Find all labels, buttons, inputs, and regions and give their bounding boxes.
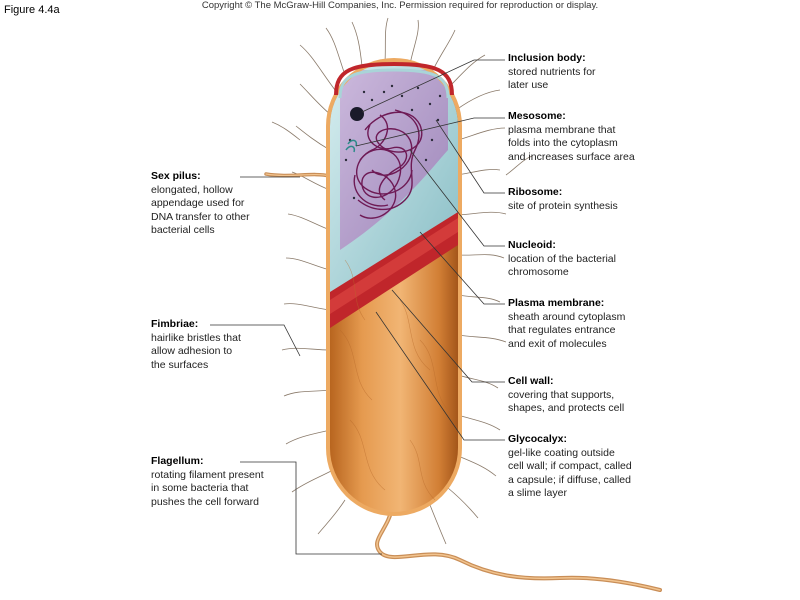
label-nucleoid-line: location of the bacterial bbox=[508, 252, 616, 265]
label-glycocalyx-line: a slime layer bbox=[508, 487, 567, 499]
label-nucleoid: Nucleoid: location of the bacterial chro… bbox=[508, 239, 616, 280]
label-mesosome-line: and increases surface area bbox=[508, 150, 635, 163]
label-ribosome: Ribosome: site of protein synthesis bbox=[508, 186, 618, 213]
label-plasma-membrane-line: sheath around cytoplasm bbox=[508, 310, 626, 323]
label-glycocalyx-title: Glycocalyx: bbox=[508, 433, 567, 445]
mesosome bbox=[345, 139, 358, 153]
label-plasma-membrane-line: that regulates entrance bbox=[508, 324, 616, 336]
nucleoid bbox=[353, 109, 423, 219]
label-ribosome-title: Ribosome: bbox=[508, 186, 563, 198]
label-sex-pilus-line: elongated, hollow bbox=[151, 183, 233, 196]
leader-ribosome bbox=[435, 119, 505, 194]
fimbriae bbox=[271, 17, 533, 545]
label-nucleoid-line: chromosome bbox=[508, 266, 569, 278]
label-inclusion-body: Inclusion body: stored nutrients for lat… bbox=[508, 52, 596, 93]
label-fimbriae-line: the surfaces bbox=[151, 358, 209, 371]
label-mesosome-line: plasma membrane that bbox=[508, 123, 616, 136]
label-mesosome-title: Mesosome: bbox=[508, 110, 566, 122]
label-inclusion-body-line: later use bbox=[508, 79, 549, 91]
label-flagellum-line: pushes the cell forward bbox=[151, 495, 259, 508]
leader-fimbriae bbox=[210, 324, 301, 357]
label-cell-wall: Cell wall: covering that supports, shape… bbox=[508, 375, 624, 416]
copyright-notice: Copyright © The McGraw-Hill Companies, I… bbox=[201, 0, 599, 11]
figure-label: Figure 4.4a bbox=[4, 4, 60, 16]
label-fimbriae: Fimbriae: hairlike bristles that allow a… bbox=[151, 318, 241, 372]
label-fimbriae-title: Fimbriae: bbox=[151, 318, 199, 330]
label-glycocalyx: Glycocalyx: gel-like coating outside cel… bbox=[508, 433, 632, 501]
leader-flagellum bbox=[240, 461, 382, 555]
label-glycocalyx-line: cell wall; if compact, called bbox=[508, 460, 632, 472]
leader-glycocalyx bbox=[375, 311, 505, 441]
label-sex-pilus: Sex pilus: elongated, hollow appendage u… bbox=[151, 170, 250, 238]
label-plasma-membrane-title: Plasma membrane: bbox=[508, 297, 605, 309]
label-flagellum-line: in some bacteria that bbox=[151, 482, 249, 494]
label-glycocalyx-line: a capsule; if diffuse, called bbox=[508, 473, 631, 486]
label-glycocalyx-line: gel-like coating outside bbox=[508, 446, 615, 459]
inclusion-body bbox=[350, 107, 364, 121]
leader-inclusion-body bbox=[361, 59, 505, 113]
label-mesosome-line: folds into the cytoplasm bbox=[508, 137, 618, 149]
label-flagellum-title: Flagellum: bbox=[151, 455, 204, 467]
label-sex-pilus-title: Sex pilus: bbox=[151, 170, 201, 182]
label-sex-pilus-line: bacterial cells bbox=[151, 224, 215, 236]
label-fimbriae-line: hairlike bristles that bbox=[151, 331, 241, 344]
label-mesosome: Mesosome: plasma membrane that folds int… bbox=[508, 110, 635, 164]
leader-nucleoid bbox=[409, 149, 505, 247]
label-cell-wall-line: covering that supports, bbox=[508, 388, 615, 401]
label-sex-pilus-line: appendage used for bbox=[151, 197, 245, 209]
label-flagellum-line: rotating filament present bbox=[151, 468, 264, 481]
label-ribosome-line: site of protein synthesis bbox=[508, 199, 618, 212]
label-fimbriae-line: allow adhesion to bbox=[151, 345, 233, 357]
label-sex-pilus-line: DNA transfer to other bbox=[151, 210, 250, 223]
label-nucleoid-title: Nucleoid: bbox=[508, 239, 556, 251]
label-plasma-membrane-line: and exit of molecules bbox=[508, 337, 607, 350]
leader-plasma-membrane bbox=[419, 231, 505, 305]
label-cell-wall-line: shapes, and protects cell bbox=[508, 402, 625, 414]
cell-interior bbox=[340, 70, 448, 250]
label-plasma-membrane: Plasma membrane: sheath around cytoplasm… bbox=[508, 297, 625, 351]
leader-mesosome bbox=[355, 117, 505, 147]
label-flagellum: Flagellum: rotating filament present in … bbox=[151, 455, 264, 509]
ribosomes bbox=[344, 84, 442, 200]
label-inclusion-body-line: stored nutrients for bbox=[508, 65, 596, 78]
leader-cell-wall bbox=[391, 289, 505, 383]
label-inclusion-body-title: Inclusion body: bbox=[508, 52, 586, 64]
label-cell-wall-title: Cell wall: bbox=[508, 375, 554, 387]
